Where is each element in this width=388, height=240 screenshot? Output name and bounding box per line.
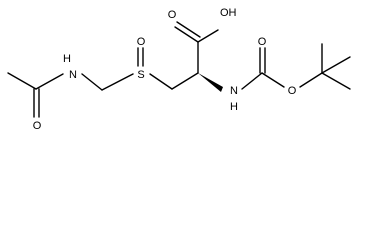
molecule-svg: H N O S O O OH N H O O — [7, 7, 351, 132]
atom-carbamate-n: N — [230, 85, 238, 97]
bond-carbonyl-n — [35, 73, 64, 90]
bond-carbamate-ester-o — [261, 72, 285, 88]
bond-ch2-s — [101, 73, 134, 91]
bond-ch2-alpha — [171, 72, 199, 90]
bond-cq-methyl-bottom — [321, 72, 351, 90]
bond-alpha-n-wedge — [198, 73, 223, 92]
bond-n-ch2 — [81, 73, 103, 91]
atom-amide-h: H — [63, 53, 71, 65]
bond-n-carbamate — [241, 72, 263, 90]
bond-lines — [7, 21, 351, 118]
bond-cq-methyl-right — [321, 56, 351, 74]
atom-carbamate-h: H — [230, 101, 238, 113]
bond-carboxyl-oh — [197, 29, 219, 43]
atom-sulfur: S — [137, 69, 144, 81]
atom-acid-o: O — [168, 9, 177, 21]
bond-ester-o-cq — [299, 72, 323, 88]
atom-carbonyl-o: O — [258, 36, 267, 48]
atom-ester-o: O — [288, 85, 297, 97]
bond-methyl-carbonyl — [7, 72, 37, 90]
atom-amide-n: N — [69, 69, 77, 81]
structure-diagram: H N O S O O OH N H O O — [7, 7, 351, 132]
atom-sulfoxide-o: O — [137, 36, 146, 48]
atom-labels: H N O S O O OH N H O O — [33, 7, 297, 132]
bond-carboxyl-co-1 — [174, 26, 199, 43]
atom-acid-oh: OH — [220, 7, 237, 19]
atom-amide-o: O — [33, 120, 42, 132]
bond-s-ch2 — [149, 73, 173, 90]
bond-carboxyl-co-2 — [176, 21, 201, 38]
